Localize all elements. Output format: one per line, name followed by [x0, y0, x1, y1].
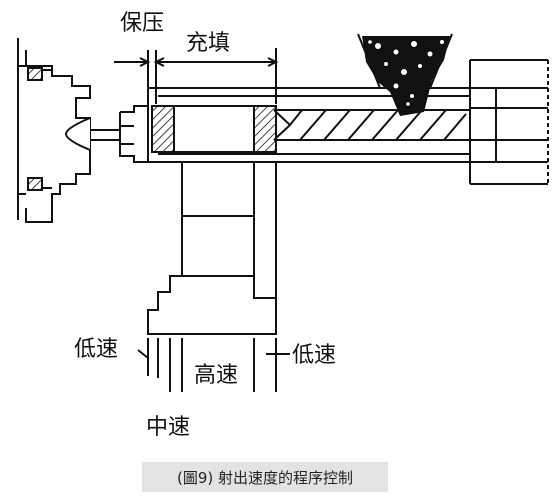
barrel — [147, 59, 549, 185]
nozzle — [90, 105, 149, 163]
label-high-speed: 高速 — [194, 363, 238, 388]
figure-caption: (圖9) 射出速度的程序控制 — [176, 468, 354, 487]
screw — [273, 109, 470, 141]
caption-box: (圖9) 射出速度的程序控制 — [142, 462, 388, 492]
mold — [17, 38, 91, 223]
label-low-speed-right: 低速 — [292, 343, 336, 368]
label-filling: 充填 — [186, 31, 230, 56]
speed-program-chart — [147, 105, 277, 335]
label-low-speed-left: 低速 — [74, 337, 118, 362]
dimension-lines — [114, 48, 290, 392]
resin-pellets — [362, 36, 450, 116]
label-hold-pressure: 保压 — [120, 11, 164, 36]
label-medium-speed: 中速 — [146, 415, 190, 440]
